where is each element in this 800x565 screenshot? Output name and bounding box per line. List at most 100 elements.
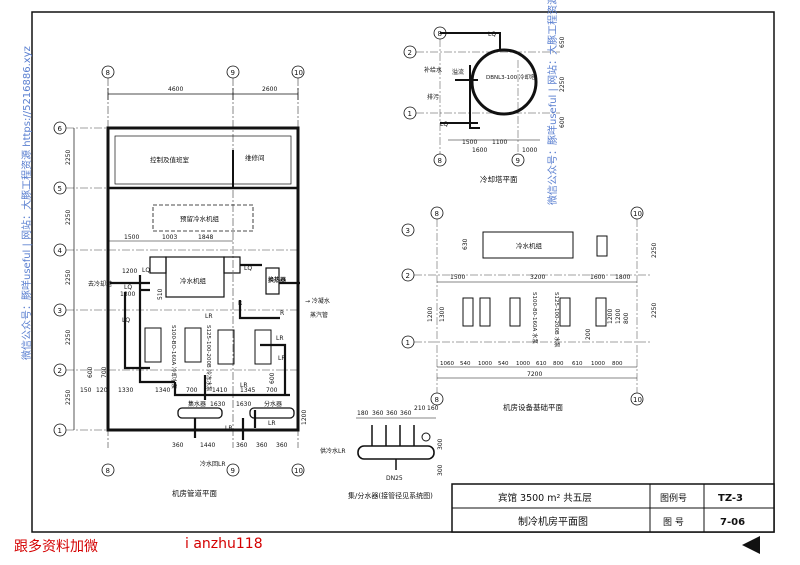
mf-side-2: 300 xyxy=(437,464,444,476)
fd-side-7: 200 xyxy=(585,328,592,340)
reserved-chiller xyxy=(152,204,254,232)
dim-d-3: 1345 xyxy=(240,387,255,394)
fd-row-3: 1000 xyxy=(478,361,492,367)
dim-f-3: 360 xyxy=(236,442,248,449)
axis-left-group: 6 5 4 3 2 1 xyxy=(53,121,67,437)
fd-axis-3: 3 xyxy=(406,227,410,235)
fd-pump-bases xyxy=(462,297,607,327)
room-control: 控制及值班室 xyxy=(150,155,190,164)
mf-dim-5: 210 xyxy=(414,405,426,412)
axis-left-6: 6 xyxy=(58,125,63,133)
fd-label-pump-1: S100-80-160A 水泵 xyxy=(531,292,539,344)
ct-dim-b-2: 1100 xyxy=(492,139,507,146)
mf-dim-2: 360 xyxy=(372,410,384,417)
ct-dim-s-1: 650 xyxy=(559,36,566,48)
manifold-body xyxy=(357,445,435,460)
foundation-plan: 8 10 3 2 1 8 10 冷水机组 S100-80-160A 水泵 S12… xyxy=(401,206,658,412)
label-lq-1: LQ xyxy=(124,284,132,291)
dim-d-1: 700 xyxy=(186,387,198,394)
dim-g-4: 510 xyxy=(157,288,164,300)
watermark-right: 微信公众号：豚咩useful | 网站：大豚工程资源 https://52168… xyxy=(548,0,559,205)
label-pump-1: S100-BO-160A 冷却水泵 xyxy=(170,325,178,389)
dim-a-2: 1003 xyxy=(162,234,177,241)
footer-contact-text: 跟多资料加微 xyxy=(14,539,98,555)
dim-a-3: 1848 xyxy=(198,234,213,241)
tb-label-legend-no: 图例号 xyxy=(660,492,687,504)
label-collector: 集水器 xyxy=(188,400,206,408)
dim-left-1: 2250 xyxy=(65,150,72,165)
dim-f-4: 360 xyxy=(256,442,268,449)
fd-label-pump-2: S125-100-200B 水泵 xyxy=(553,292,561,348)
mf-side-1: 300 xyxy=(437,438,444,450)
cooling-tower-plan: 8 9 8 2 1 补给水 溢流 排污 LQ LQ DBNL3-100 冷却塔 … xyxy=(403,26,566,184)
fd-axis-2: 2 xyxy=(406,272,410,280)
dim-left-2: 2250 xyxy=(65,210,72,225)
fd-row-10: 800 xyxy=(612,361,623,367)
fd-side-2: 2250 xyxy=(651,243,658,258)
ct-dim-b-4: 1000 xyxy=(522,147,537,154)
ct-label-model: DBNL3-100 冷却塔 xyxy=(486,73,536,81)
dim-b-2: 1300 xyxy=(120,291,135,298)
label-heat-exchanger: 换热器 xyxy=(268,276,287,284)
label-r-2: R xyxy=(280,310,284,317)
axis-top-9: 9 xyxy=(231,69,235,77)
fd-dim-left-1: 1200 xyxy=(427,307,434,322)
fd-axis-top-8: 8 xyxy=(435,210,439,218)
fd-side-1: 630 xyxy=(462,238,469,250)
label-steam-pipe: 蒸汽管 xyxy=(310,311,328,319)
tb-drawing: 制冷机房平面图 xyxy=(518,515,588,528)
dim-left-3: 2250 xyxy=(65,270,72,285)
mf-dim-1: 180 xyxy=(357,410,369,417)
fd-chiller-base xyxy=(482,231,574,259)
label-lr-5: LR xyxy=(225,425,233,432)
next-page-arrow-icon[interactable] xyxy=(742,536,760,554)
fd-row-8: 610 xyxy=(572,361,583,367)
label-lr-1: LR xyxy=(205,313,213,320)
dim-g-2: 700 xyxy=(101,366,108,378)
dim-left-5: 2250 xyxy=(65,390,72,405)
ct-axis-8: 8 xyxy=(438,157,442,165)
axis-left-2: 2 xyxy=(58,367,62,375)
label-lq-4: LQ xyxy=(244,265,252,272)
axis-left-5: 5 xyxy=(58,185,62,193)
title-pipe-plan: 机房管道平面 xyxy=(172,488,217,498)
axis-left-3: 3 xyxy=(58,307,62,315)
manifold-detail: 180 360 360 360 210 160 DN25 300 300 集/分… xyxy=(348,405,444,500)
fd-side-6: 1200 xyxy=(607,309,614,324)
machine-room-wall xyxy=(106,126,300,432)
dim-c-2: 120 xyxy=(96,387,108,394)
label-lq-2: LQ xyxy=(122,317,130,324)
water-collector xyxy=(177,407,223,419)
fd-dim-top-1: 1500 xyxy=(450,274,465,281)
label-return-lr: 冷水回LR xyxy=(200,460,226,468)
fd-axis-bottom-8: 8 xyxy=(435,396,439,404)
tb-project: 宾馆 3500 m² 共五层 xyxy=(498,492,592,504)
ct-label-lq-2: LQ xyxy=(440,121,448,128)
ct-label-lq-1: LQ xyxy=(488,31,496,38)
dim-a-1: 1500 xyxy=(124,234,139,241)
ct-axis-2: 2 xyxy=(408,49,412,57)
watermark-left: 微信公众号：豚咩useful | 网站：大豚工程资源 https://52168… xyxy=(22,46,33,360)
fd-row-9: 1000 xyxy=(591,361,605,367)
ct-dim-s-3: 600 xyxy=(559,116,566,128)
fd-axis-bottom-10: 10 xyxy=(633,396,642,404)
ct-label-drain: 排污 xyxy=(427,93,439,101)
dim-d-2: 1410 xyxy=(212,387,227,394)
mf-dn: DN25 xyxy=(386,475,403,482)
dim-left-4: 2250 xyxy=(65,330,72,345)
dim-g-5: 1200 xyxy=(301,410,308,425)
axis-top-10: 10 xyxy=(294,69,303,77)
footer-contact-id: i anzhu118 xyxy=(185,536,263,552)
label-distributor: 分水器 xyxy=(264,400,282,408)
fd-total: 7200 xyxy=(527,371,542,378)
fd-side-5: 800 xyxy=(623,312,630,324)
ct-label-makeup: 补给水 xyxy=(424,66,442,74)
dim-top-2: 2600 xyxy=(262,86,277,93)
ct-label-overflow: 溢流 xyxy=(452,68,464,76)
label-supply-lr: 供冷水LR xyxy=(320,447,346,455)
tb-label-drawing-no: 图 号 xyxy=(663,517,684,528)
ct-axis-top: 8 xyxy=(438,30,442,38)
title-block: 宾馆 3500 m² 共五层 制冷机房平面图 图例号 TZ-3 图 号 7-06 xyxy=(451,483,775,533)
mf-dim-4: 360 xyxy=(400,410,412,417)
